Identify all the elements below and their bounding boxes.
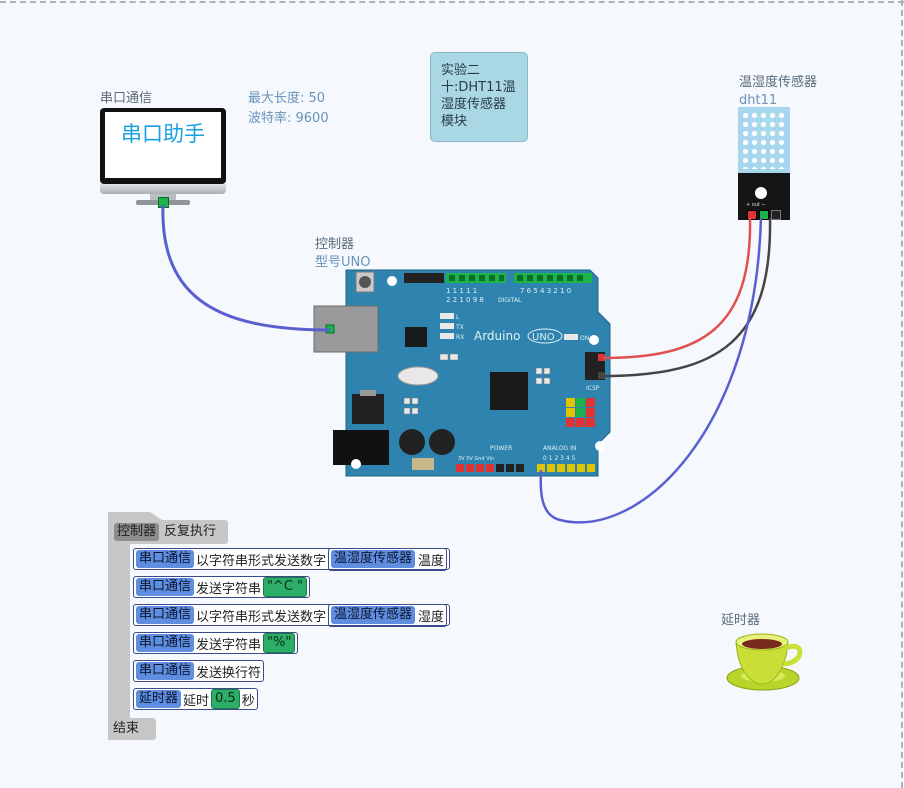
sensor-pin-label: + out −	[746, 202, 766, 208]
power-jack	[333, 430, 389, 465]
sensor-mount-hole	[755, 187, 767, 199]
svg-text:1 1 1 1 1: 1 1 1 1 1	[446, 287, 477, 295]
statement-action: 以字符串形式发送数字	[196, 553, 327, 569]
string-value-chip[interactable]: "%"	[263, 633, 296, 653]
delay-component-name: 延时器	[721, 613, 761, 628]
analog-header[interactable]	[537, 464, 595, 472]
statement-action: 发送换行符	[196, 665, 262, 681]
power-label: POWER	[490, 445, 512, 452]
statement-object-chip[interactable]: 串口通信	[136, 606, 195, 624]
uno-logo-text: UNO	[532, 332, 555, 343]
serial-monitor-component[interactable]: 串口助手	[100, 108, 226, 208]
serial-assistant-title: 串口助手	[121, 122, 205, 146]
string-value-chip[interactable]: "^C "	[263, 577, 308, 597]
monitor-bezel	[100, 184, 226, 194]
statement-action: 以字符串形式发送数字	[196, 609, 327, 625]
statement-action: 发送字符串	[196, 581, 262, 597]
loop-block-footer	[108, 718, 156, 740]
statement-send-newline[interactable]: 串口通信 发送换行符	[133, 660, 265, 682]
l-label: L	[456, 314, 460, 321]
monitor-port[interactable]	[158, 197, 169, 208]
capacitor-left	[399, 429, 425, 455]
usb-port[interactable]	[313, 305, 379, 353]
param-object-chip[interactable]: 温湿度传感器	[331, 550, 416, 568]
capacitor-right	[429, 429, 455, 455]
serial-max-length: 最大长度: 50	[248, 91, 326, 106]
statement-send-temperature[interactable]: 串口通信 以字符串形式发送数字 温湿度传感器 温度	[133, 547, 451, 571]
loop-end-label: 结束	[113, 721, 140, 736]
delay-teacup-component[interactable]	[726, 633, 803, 691]
rx-label: RX	[456, 334, 464, 341]
statement-send-humidity[interactable]: 串口通信 以字符串形式发送数字 温湿度传感器 湿度	[133, 603, 451, 627]
param-attribute[interactable]: 温度	[418, 553, 445, 569]
arduino-logo-text: Arduino	[474, 329, 520, 343]
sensor-housing	[738, 107, 790, 173]
svg-text:7 6 5 4 3 2 1 0: 7 6 5 4 3 2 1 0	[520, 287, 571, 295]
sensor-param-block[interactable]: 温湿度传感器 温度	[328, 547, 448, 571]
voltage-regulator	[352, 394, 384, 424]
statement-object-chip[interactable]: 串口通信	[136, 634, 195, 652]
reset-button[interactable]	[359, 276, 371, 288]
statement-object-chip[interactable]: 串口通信	[136, 662, 195, 680]
tx-label: TX	[455, 324, 464, 331]
wire-sensor-gnd[interactable]	[602, 217, 772, 378]
sensor-component-name: 温湿度传感器	[739, 75, 818, 90]
statement-object-chip[interactable]: 延时器	[136, 690, 182, 708]
loop-action-label: 反复执行	[164, 524, 217, 539]
param-attribute[interactable]: 湿度	[418, 609, 445, 625]
delay-value-chip[interactable]: 0.5	[211, 689, 240, 709]
statement-send-string-unit[interactable]: 串口通信 发送字符串 "^C "	[133, 576, 311, 598]
usb-chip	[405, 327, 427, 347]
statement-object-chip[interactable]: 串口通信	[136, 550, 195, 568]
statement-action: 发送字符串	[196, 637, 262, 653]
sensor-pin-out[interactable]	[759, 210, 769, 220]
wire-sensor-vcc[interactable]	[602, 217, 752, 360]
sensor-pin-vcc[interactable]	[747, 210, 757, 220]
statement-delay[interactable]: 延时器 延时 0.5 秒	[133, 688, 258, 710]
icsp-label: ICSP	[586, 385, 600, 392]
canvas-right-border	[901, 0, 903, 788]
monitor-screen: 串口助手	[100, 108, 226, 184]
sensor-model: dht11	[739, 93, 778, 108]
atmega-chip	[490, 372, 528, 410]
crystal-oscillator	[397, 366, 439, 386]
monitor-display: 串口助手	[105, 112, 221, 178]
usb-connector-pin[interactable]	[325, 324, 335, 334]
statement-send-string-percent[interactable]: 串口通信 发送字符串 "%"	[133, 632, 299, 654]
delay-unit: 秒	[241, 693, 255, 709]
dht11-sensor-component[interactable]: + out −	[738, 107, 790, 220]
statement-action: 延时	[183, 693, 210, 709]
on-label: ON	[580, 335, 589, 342]
canvas-top-border	[0, 1, 904, 3]
digital-header-high[interactable]	[446, 273, 506, 283]
sensor-pin-gnd[interactable]	[771, 210, 781, 220]
sensor-vent-grid	[741, 111, 787, 169]
digital-header-low[interactable]	[514, 273, 592, 283]
svg-text:2 2 1 0 9 8: 2 2 1 0 9 8	[446, 296, 484, 304]
controller-component-name: 控制器	[315, 237, 355, 252]
sensor-param-block[interactable]: 温湿度传感器 湿度	[328, 603, 448, 627]
svg-text:3V 5V Gnd Vin: 3V 5V Gnd Vin	[458, 456, 494, 462]
wire-serial-usb[interactable]	[161, 204, 331, 332]
experiment-note[interactable]: 实验二十:DHT11温湿度传感器模块	[430, 52, 528, 142]
loop-block-rail	[108, 512, 130, 740]
analog-label: ANALOG IN	[543, 445, 576, 452]
statement-object-chip[interactable]: 串口通信	[136, 578, 195, 596]
arduino-uno-board[interactable]: 1 1 1 1 1 2 2 1 0 9 8 7 6 5 4 3 2 1 0 DI…	[313, 269, 611, 477]
teacup-liquid	[742, 639, 782, 649]
svg-text:0 1 2 3 4 5: 0 1 2 3 4 5	[543, 455, 576, 462]
loop-object-chip[interactable]: 控制器	[114, 523, 160, 541]
serial-component-name: 串口通信	[100, 91, 153, 106]
digital-label: DIGITAL	[498, 297, 522, 304]
controller-model: 型号UNO	[315, 255, 371, 270]
wire-sensor-out[interactable]	[539, 217, 763, 524]
param-object-chip[interactable]: 温湿度传感器	[331, 606, 416, 624]
serial-baud-rate: 波特率: 9600	[248, 111, 329, 126]
icsp-header[interactable]	[585, 352, 605, 380]
